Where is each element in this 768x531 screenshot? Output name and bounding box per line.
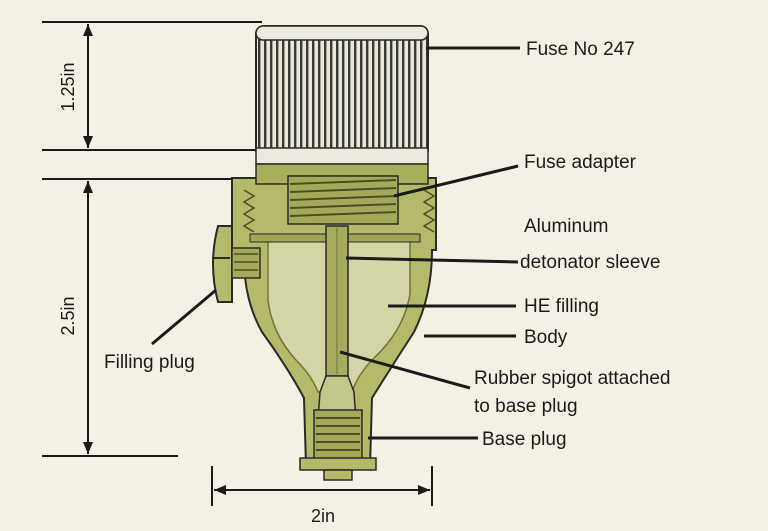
label-body: Body <box>524 327 568 348</box>
label-spigot-line1: Rubber spigot attached <box>474 368 670 389</box>
fuse-cap <box>255 25 429 165</box>
label-base-plug: Base plug <box>482 429 567 450</box>
grenade-body <box>231 163 437 481</box>
dimension-fuse-height: 1.25in <box>42 21 262 151</box>
fuse-height-label: 1.25in <box>58 62 78 111</box>
dimension-body-height: 2.5in <box>42 178 262 457</box>
dimension-width: 2in <box>211 466 433 526</box>
label-sleeve-line1: Aluminum <box>524 216 608 237</box>
label-fuse-adapter: Fuse adapter <box>524 152 637 173</box>
label-filling-plug: Filling plug <box>104 352 195 373</box>
body-height-label: 2.5in <box>58 296 78 335</box>
width-label: 2in <box>311 506 335 526</box>
label-sleeve-line2: detonator sleeve <box>520 252 661 273</box>
label-spigot-line2: to base plug <box>474 396 578 417</box>
adapter-threads <box>287 175 399 225</box>
leader-lines <box>151 46 520 440</box>
filling-plug <box>212 225 261 303</box>
label-fuse: Fuse No 247 <box>526 39 635 60</box>
label-he-filling: HE filling <box>524 296 599 317</box>
